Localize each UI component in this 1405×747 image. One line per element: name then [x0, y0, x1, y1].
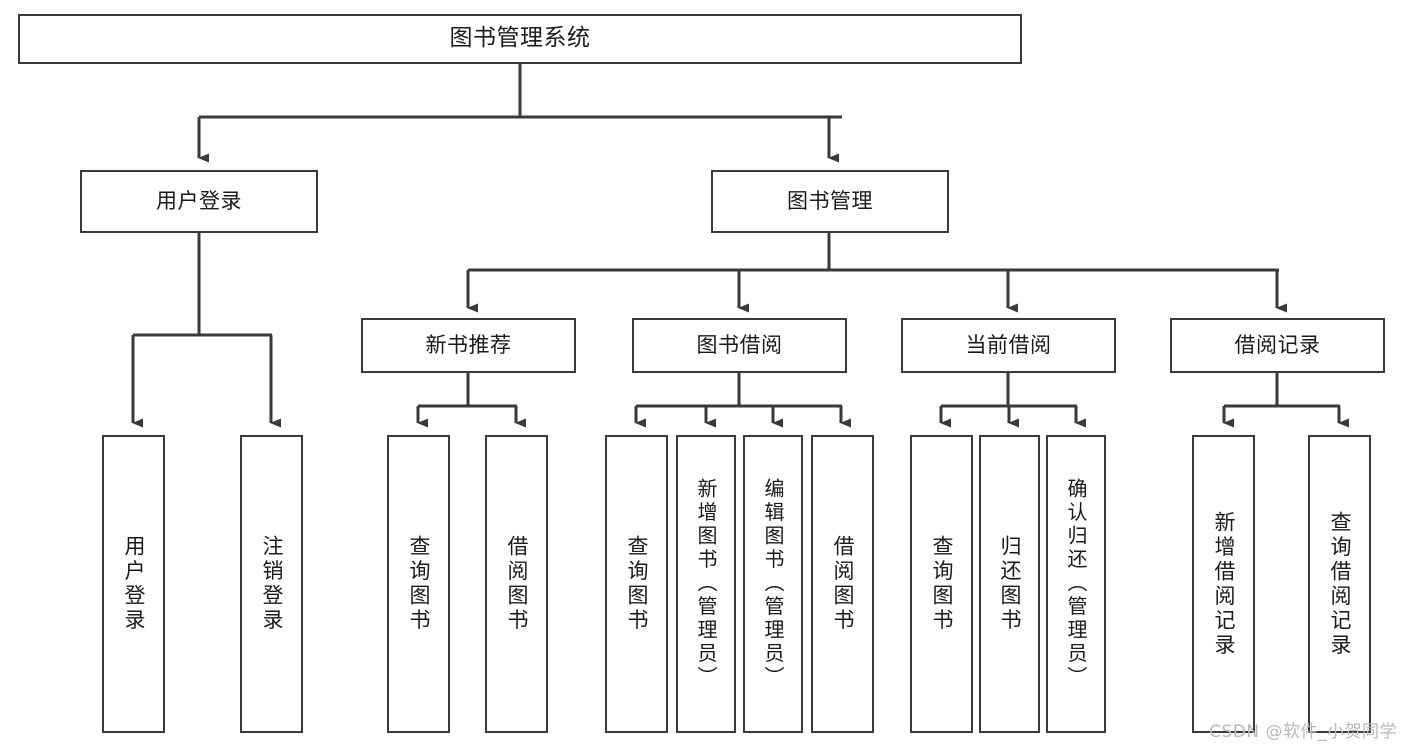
node-leaf-edit-book-label: 编辑图书（管理员） — [761, 478, 785, 690]
node-book-borrow[interactable]: 图书借阅 — [632, 318, 847, 373]
node-leaf-query-book-3[interactable]: 查询图书 — [910, 435, 973, 733]
node-leaf-confirm-return[interactable]: 确认归还（管理员） — [1046, 435, 1106, 733]
node-leaf-borrow-book-1[interactable]: 借阅图书 — [485, 435, 548, 733]
node-leaf-query-book-1-label: 查询图书 — [407, 535, 431, 633]
node-leaf-user-login[interactable]: 用户登录 — [102, 435, 165, 733]
node-leaf-query-record-label: 查询借阅记录 — [1328, 510, 1352, 658]
csdn-watermark: CSDN @软件_小贺同学 — [1209, 722, 1397, 742]
node-leaf-query-book-3-label: 查询图书 — [930, 535, 954, 633]
node-leaf-query-book-1[interactable]: 查询图书 — [387, 435, 450, 733]
node-leaf-borrow-book-2-label: 借阅图书 — [831, 535, 855, 633]
node-leaf-query-book-2-label: 查询图书 — [625, 535, 649, 633]
node-leaf-add-record-label: 新增借阅记录 — [1212, 510, 1236, 658]
node-leaf-logout-label: 注销登录 — [260, 535, 284, 633]
node-leaf-query-book-2[interactable]: 查询图书 — [605, 435, 668, 733]
node-leaf-confirm-return-label: 确认归还（管理员） — [1064, 478, 1088, 690]
node-leaf-return-book-label: 归还图书 — [998, 535, 1022, 633]
node-borrow-record-label: 借阅记录 — [1234, 333, 1321, 358]
node-leaf-logout[interactable]: 注销登录 — [240, 435, 303, 733]
node-leaf-return-book[interactable]: 归还图书 — [979, 435, 1040, 733]
node-book-borrow-label: 图书借阅 — [696, 333, 783, 358]
node-leaf-add-book[interactable]: 新增图书（管理员） — [676, 435, 736, 733]
node-new-book-rec-label: 新书推荐 — [425, 333, 512, 358]
node-book-manage-label: 图书管理 — [787, 189, 873, 214]
node-leaf-add-book-label: 新增图书（管理员） — [694, 478, 718, 690]
node-root-label: 图书管理系统 — [449, 25, 591, 52]
node-leaf-user-login-label: 用户登录 — [122, 535, 146, 633]
node-new-book-rec[interactable]: 新书推荐 — [361, 318, 576, 373]
node-current-borrow[interactable]: 当前借阅 — [901, 318, 1116, 373]
node-leaf-add-record[interactable]: 新增借阅记录 — [1192, 435, 1255, 733]
node-user-login-label: 用户登录 — [156, 189, 242, 214]
node-leaf-query-record[interactable]: 查询借阅记录 — [1308, 435, 1371, 733]
node-current-borrow-label: 当前借阅 — [965, 333, 1052, 358]
node-user-login[interactable]: 用户登录 — [80, 170, 318, 233]
node-leaf-borrow-book-1-label: 借阅图书 — [505, 535, 529, 633]
node-leaf-borrow-book-2[interactable]: 借阅图书 — [811, 435, 874, 733]
node-root[interactable]: 图书管理系统 — [18, 14, 1022, 64]
node-leaf-edit-book[interactable]: 编辑图书（管理员） — [743, 435, 803, 733]
node-book-manage[interactable]: 图书管理 — [711, 170, 949, 233]
node-borrow-record[interactable]: 借阅记录 — [1170, 318, 1385, 373]
